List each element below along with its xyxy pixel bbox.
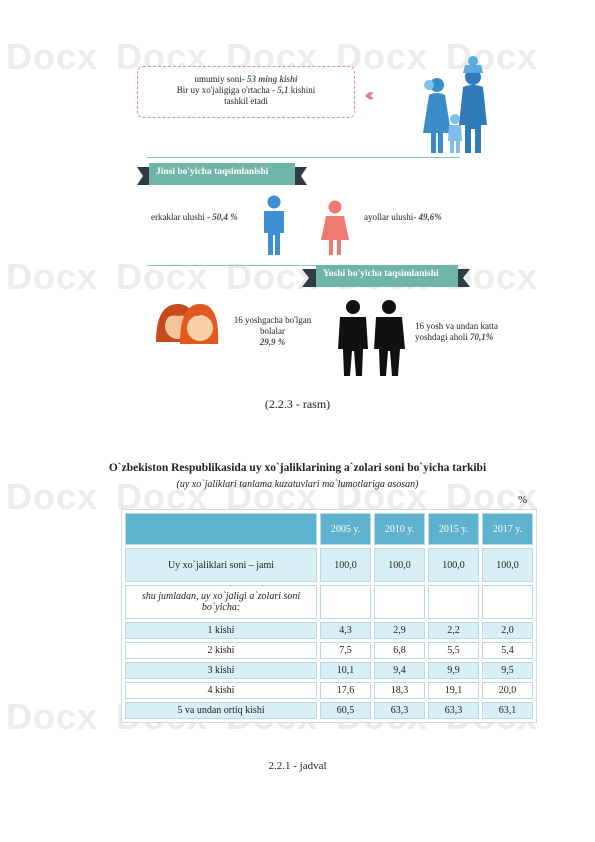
table-header-row: 2005 y. 2010 y. 2015 y. 2017 y. [125, 513, 533, 545]
column-header: 2005 y. [320, 513, 371, 545]
watermark: Docx [446, 36, 539, 77]
summary-label: umumiy soni- [194, 74, 247, 84]
column-header: 2017 y. [482, 513, 533, 545]
children-label: bolalar [260, 326, 285, 336]
gender-distribution-ribbon: Jinsi bo'yicha taqsimlanishi [149, 163, 295, 185]
avg-size-value: 5,1 [277, 85, 289, 95]
summary-label: kishini [288, 85, 316, 95]
table-caption: 2.2.1 - jadval [268, 760, 327, 772]
row-label: 2 kishi [125, 642, 317, 659]
table-cell: 60,5 [320, 702, 371, 719]
ribbon-shape [302, 269, 470, 287]
age-distribution-ribbon: Yoshi bo'yicha taqsimlanishi [316, 265, 458, 287]
man-icon [264, 195, 284, 255]
table-cell: 9,9 [428, 662, 479, 679]
watermark: Docx [116, 256, 209, 297]
column-header [125, 513, 317, 545]
table-title: O`zbekiston Respublikasida uy xo`jalikla… [108, 462, 487, 474]
watermark: Docx [226, 256, 319, 297]
watermark: Docx [6, 36, 99, 77]
woman-icon [321, 200, 349, 255]
ribbon-shape [137, 167, 307, 185]
table-cell: 4,3 [320, 622, 371, 639]
table-row: Uy xo`jaliklari soni – jami 100,0 100,0 … [125, 548, 533, 582]
table-unit: % [518, 494, 528, 506]
children-share-stat: 16 yoshgacha bo'lgan bolalar 29,9 % [230, 315, 315, 348]
table-row: 2 kishi 7,5 6,8 5,5 5,4 [125, 642, 533, 659]
row-label: 1 kishi [125, 622, 317, 639]
table-cell: 5,5 [428, 642, 479, 659]
table-cell [482, 585, 533, 619]
watermark: Docx [6, 476, 99, 517]
women-share-stat: ayollar ulushi- 49,6% [364, 212, 442, 223]
household-count-value: 53 ming kishi [247, 74, 298, 84]
table-cell: 5,4 [482, 642, 533, 659]
chevron-left-icon: ‹‹‹‹ [364, 85, 375, 106]
row-label: 4 kishi [125, 682, 317, 699]
adults-label: yoshdagi aholi [415, 332, 470, 342]
children-icon [156, 304, 219, 344]
table-row: 3 kishi 10,1 9,4 9,9 9,5 [125, 662, 533, 679]
children-share-value: 29,9 % [259, 337, 286, 347]
table-subtitle: (uy xo`jaliklari tanlama kuzatuvlari ma`… [176, 479, 419, 490]
table-cell: 6,8 [374, 642, 425, 659]
women-share-label: ayollar ulushi- [364, 212, 419, 222]
row-label: Uy xo`jaliklari soni – jami [125, 548, 317, 582]
table-cell: 63,3 [374, 702, 425, 719]
table-cell [374, 585, 425, 619]
column-header: 2010 y. [374, 513, 425, 545]
table-cell: 19,1 [428, 682, 479, 699]
watermark: Docx [6, 256, 99, 297]
men-share-value: 50,4 % [212, 212, 238, 222]
adults-label: 16 yosh va undan katta [415, 321, 498, 331]
column-header: 2015 y. [428, 513, 479, 545]
table-cell: 9,4 [374, 662, 425, 679]
table-cell: 63,3 [428, 702, 479, 719]
table-cell: 2,9 [374, 622, 425, 639]
table-row: 5 va undan ortiq kishi 60,5 63,3 63,3 63… [125, 702, 533, 719]
table-cell: 9,5 [482, 662, 533, 679]
table-cell: 18,3 [374, 682, 425, 699]
table-cell: 63,1 [482, 702, 533, 719]
women-share-value: 49,6% [418, 212, 442, 222]
table-cell: 7,5 [320, 642, 371, 659]
household-size-table: 2005 y. 2010 y. 2015 y. 2017 y. Uy xo`ja… [121, 509, 537, 723]
table-cell: 100,0 [428, 548, 479, 582]
divider [147, 265, 457, 266]
divider [147, 157, 460, 158]
row-label: shu jumladan, uy xo`jaligi a`zolari soni… [125, 585, 317, 619]
family-icon [423, 56, 487, 153]
table-cell: 100,0 [374, 548, 425, 582]
table-cell: 10,1 [320, 662, 371, 679]
adults-share-stat: 16 yosh va undan katta yoshdagi aholi 70… [415, 321, 515, 343]
summary-label: tashkil etadi [224, 96, 268, 106]
row-label: 3 kishi [125, 662, 317, 679]
men-share-label: erkaklar ulushi - [151, 212, 213, 222]
adults-icon [338, 300, 405, 376]
table-row: 4 kishi 17,6 18,3 19,1 20,0 [125, 682, 533, 699]
children-label: 16 yoshgacha bo'lgan [233, 315, 312, 325]
table-cell [428, 585, 479, 619]
figure-caption: (2.2.3 - rasm) [264, 397, 331, 411]
table-row: shu jumladan, uy xo`jaligi a`zolari soni… [125, 585, 533, 619]
row-label: 5 va undan ortiq kishi [125, 702, 317, 719]
table-cell [320, 585, 371, 619]
table-cell: 20,0 [482, 682, 533, 699]
household-summary-box: umumiy soni- 53 ming kishi Bir uy xo'jal… [137, 66, 355, 118]
adults-share-value: 70,1% [470, 332, 494, 342]
table-cell: 17,6 [320, 682, 371, 699]
table-cell: 100,0 [320, 548, 371, 582]
watermark: Docx [6, 696, 99, 737]
table-cell: 100,0 [482, 548, 533, 582]
men-share-stat: erkaklar ulushi - 50,4 % [151, 212, 238, 223]
table-cell: 2,0 [482, 622, 533, 639]
table-cell: 2,2 [428, 622, 479, 639]
table-row: 1 kishi 4,3 2,9 2,2 2,0 [125, 622, 533, 639]
summary-label: Bir uy xo'jaligiga o'rtacha - [176, 85, 278, 95]
